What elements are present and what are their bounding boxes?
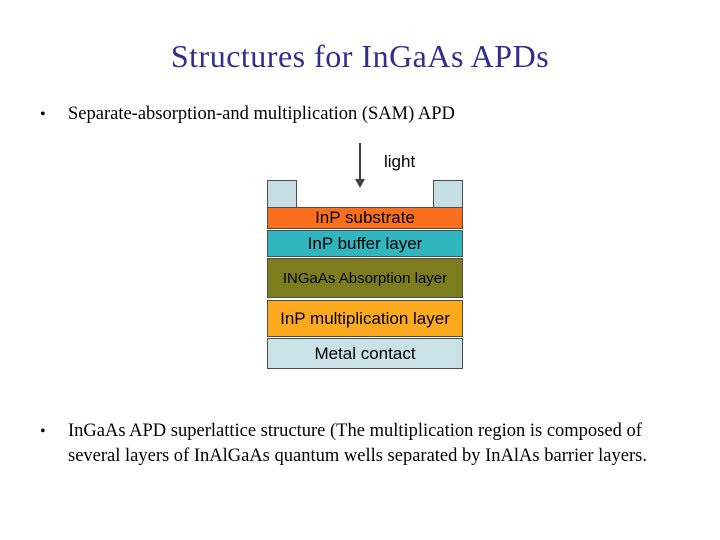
bullet-item-superlattice: • InGaAs APD superlattice structure (The… (40, 419, 686, 469)
contact-pad-right (433, 180, 463, 208)
bullet-item-sam-apd: • Separate-absorption-and multiplication… (40, 102, 455, 127)
layer-metal-contact: Metal contact (267, 338, 463, 369)
layer-ingaas-absorption-layer: INGaAs Absorption layer (267, 258, 463, 298)
bullet-text: InGaAs APD superlattice structure (The m… (68, 421, 647, 466)
layer-inp-buffer-layer: InP buffer layer (267, 230, 463, 257)
light-down-arrow-icon (353, 143, 367, 188)
light-label: light (384, 152, 416, 171)
arrow-shaft (359, 143, 361, 180)
arrow-head (355, 179, 365, 188)
bullet-marker: • (40, 106, 46, 123)
bullet-marker: • (40, 423, 46, 440)
slide-title: Structures for InGaAs APDs (170, 38, 550, 74)
bullet-text: Separate-absorption-and multiplication (… (68, 104, 455, 124)
layer-inp-substrate: InP substrate (267, 207, 463, 229)
layer-inp-multiplication-layer: InP multiplication layer (267, 300, 463, 337)
contact-pad-left (267, 180, 297, 208)
